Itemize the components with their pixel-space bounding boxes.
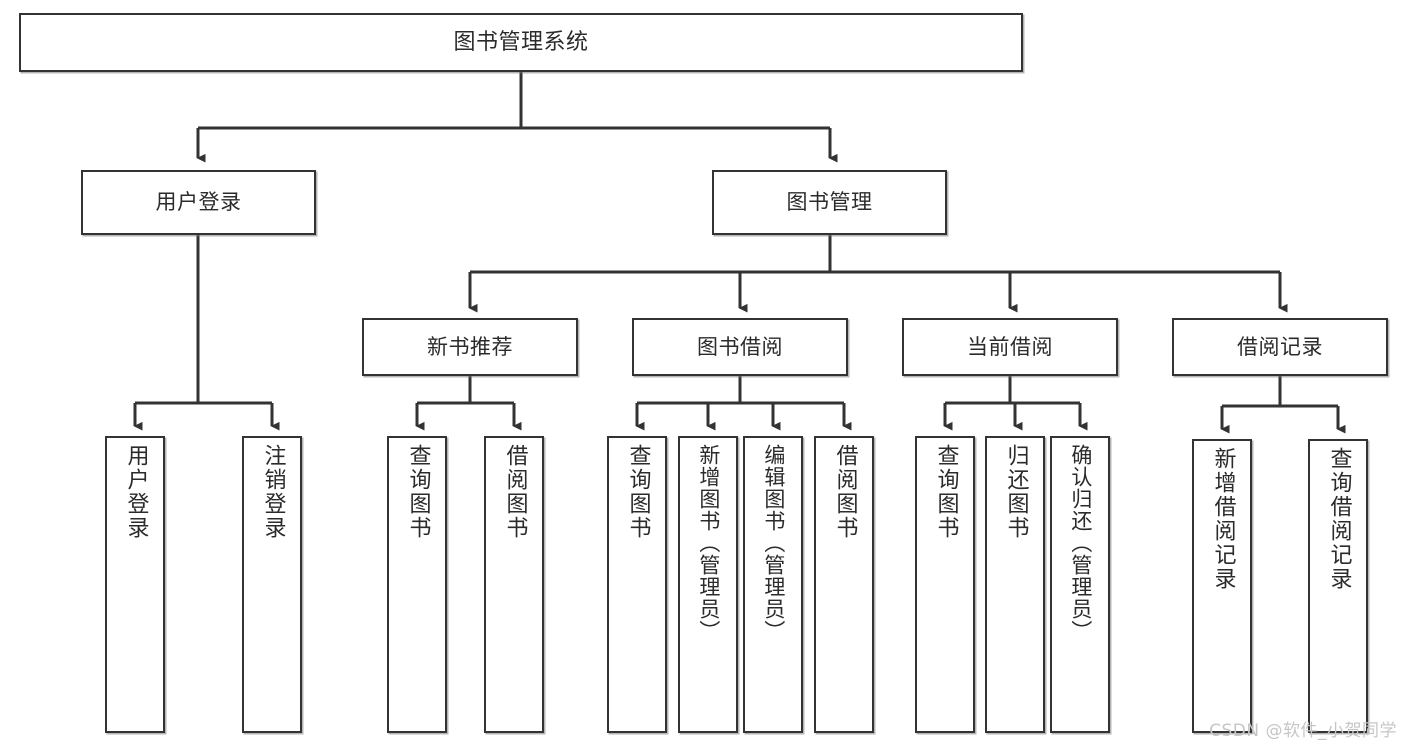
node-borrow-record[interactable]: 借阅记录 — [1172, 318, 1388, 376]
node-label: 图书借阅 — [697, 334, 783, 359]
node-label: 新书推荐 — [427, 334, 513, 359]
node-label: 新增借阅记录 — [1210, 447, 1236, 591]
csdn-watermark: CSDN @软件_小贺同学 — [1209, 721, 1397, 741]
leaf-logout[interactable]: 注销登录 — [242, 436, 302, 733]
node-label: 新增图书（管理员） — [696, 444, 721, 642]
leaf-add-borrow-record[interactable]: 新增借阅记录 — [1192, 439, 1252, 733]
node-label: 注销登录 — [260, 444, 286, 540]
edges-currentborrow-to-leaves — [943, 376, 1088, 431]
node-label: 确认归还（管理员） — [1068, 444, 1093, 642]
node-user-login[interactable]: 用户登录 — [81, 170, 316, 235]
edges-root-to-level2 — [196, 72, 838, 163]
node-label: 归还图书 — [1003, 444, 1029, 540]
node-label: 借阅记录 — [1237, 334, 1323, 359]
node-label: 当前借阅 — [967, 334, 1053, 359]
edges-newbookrec-to-leaves — [415, 376, 522, 431]
node-book-management[interactable]: 图书管理 — [712, 170, 947, 235]
leaf-add-book-admin[interactable]: 新增图书（管理员） — [678, 436, 738, 733]
leaf-query-book-borrow[interactable]: 查询图书 — [607, 436, 667, 733]
node-new-book-recommend[interactable]: 新书推荐 — [362, 318, 578, 376]
leaf-borrow-book[interactable]: 借阅图书 — [814, 436, 874, 733]
node-root-system[interactable]: 图书管理系统 — [19, 13, 1023, 72]
node-label: 查询图书 — [933, 444, 959, 540]
leaf-return-book[interactable]: 归还图书 — [985, 436, 1045, 733]
leaf-confirm-return-admin[interactable]: 确认归还（管理员） — [1050, 436, 1110, 733]
node-label: 图书管理 — [786, 190, 873, 215]
node-current-borrow[interactable]: 当前借阅 — [902, 318, 1118, 376]
edges-borrowrecord-to-leaves — [1220, 376, 1346, 434]
leaf-edit-book-admin[interactable]: 编辑图书（管理员） — [743, 436, 803, 733]
edges-bookborrow-to-leaves — [635, 376, 852, 431]
node-label: 用户登录 — [123, 444, 149, 540]
node-label: 用户登录 — [155, 190, 242, 215]
leaf-query-book-current[interactable]: 查询图书 — [915, 436, 975, 733]
leaf-user-login[interactable]: 用户登录 — [105, 436, 165, 733]
leaf-query-borrow-record[interactable]: 查询借阅记录 — [1308, 439, 1368, 733]
edges-userlogin-to-leaves — [133, 235, 280, 431]
node-label: 图书管理系统 — [453, 29, 589, 55]
node-label: 查询借阅记录 — [1326, 447, 1352, 591]
node-label: 编辑图书（管理员） — [761, 444, 786, 642]
node-label: 借阅图书 — [832, 444, 858, 540]
leaf-query-book-recommend[interactable]: 查询图书 — [387, 436, 447, 733]
node-label: 借阅图书 — [502, 444, 528, 540]
leaf-borrow-book-recommend[interactable]: 借阅图书 — [484, 436, 544, 733]
node-book-borrow[interactable]: 图书借阅 — [632, 318, 848, 376]
node-label: 查询图书 — [405, 444, 431, 540]
edges-bookmanage-to-level3 — [468, 235, 1288, 313]
node-label: 查询图书 — [625, 444, 651, 540]
